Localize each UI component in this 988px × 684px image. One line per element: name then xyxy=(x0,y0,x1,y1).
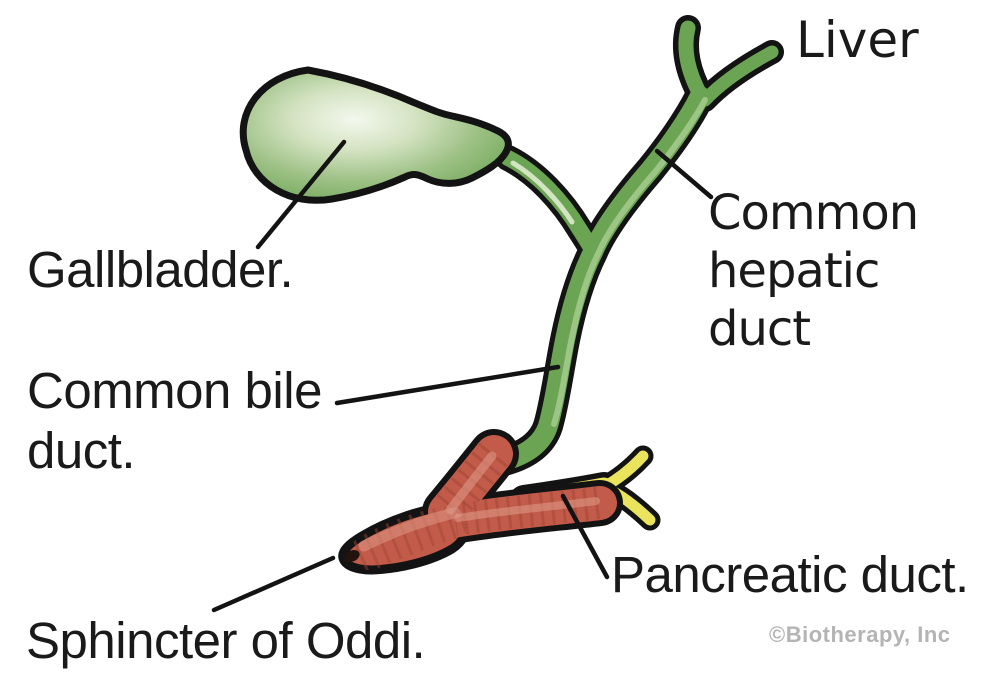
common-hepatic-duct-leader-line xyxy=(654,148,714,200)
sphincter-of-oddi-label: Sphincter of Oddi. xyxy=(26,612,426,669)
sphincter-leader-line xyxy=(211,555,336,613)
liver-label: Liver xyxy=(796,11,919,69)
pancreatic-duct-leader-line xyxy=(560,493,610,580)
pancreatic-duct-label: Pancreatic duct. xyxy=(611,546,969,603)
common-bile-duct-label: Common bile duct. xyxy=(27,362,322,479)
duct-highlights xyxy=(510,97,708,427)
common-bile-duct-leader-line xyxy=(334,364,561,406)
gallbladder-leader-line xyxy=(255,139,347,250)
common-hepatic-duct-label: Common hepatic duct xyxy=(708,185,919,357)
copyright-text: ©Biotherapy, Inc xyxy=(769,622,951,647)
leader-lines xyxy=(211,139,714,613)
gallbladder-label: Gallbladder. xyxy=(27,241,294,298)
sphincter-opening xyxy=(344,549,360,563)
right-hepatic-branch xyxy=(698,45,779,107)
sphincter-of-oddi-shape xyxy=(338,429,623,575)
gallbladder-shape xyxy=(239,66,512,204)
common-bile-duct-shape xyxy=(494,86,710,471)
